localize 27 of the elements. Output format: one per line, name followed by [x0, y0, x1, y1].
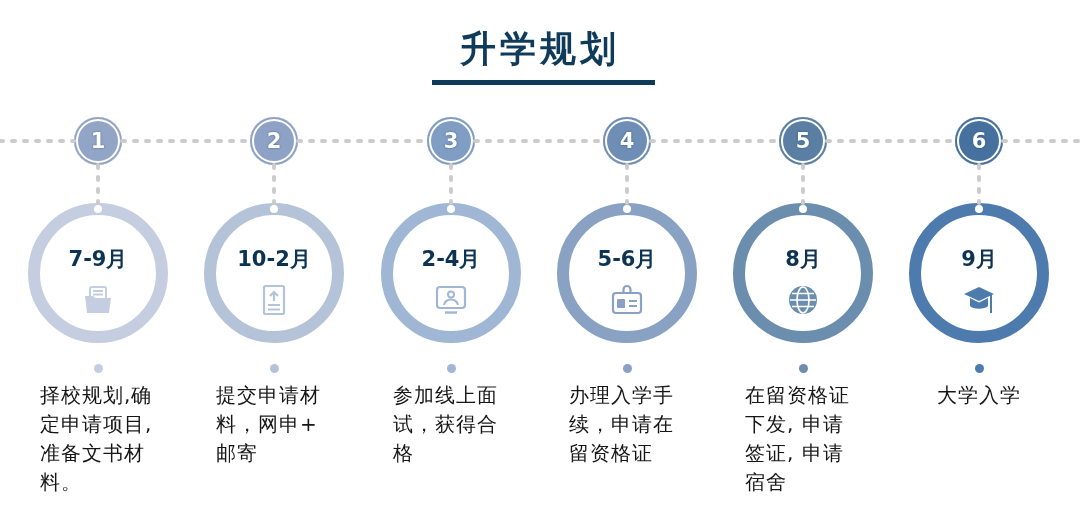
- dotted-connector: [1001, 139, 1080, 143]
- month-label: 7-9月: [68, 246, 128, 272]
- title: 升学规划: [460, 27, 620, 70]
- dotted-connector: [975, 163, 983, 213]
- dotted-connector: [270, 163, 278, 213]
- month-label: 8月: [785, 246, 821, 272]
- dotted-connector: [623, 163, 631, 213]
- step-description: 参加线上面试，获得合格: [393, 382, 499, 467]
- step-number-circle: 3: [427, 117, 475, 165]
- month-label: 9月: [961, 246, 997, 272]
- dotted-connector: [799, 163, 807, 213]
- step-number-circle: 1: [74, 117, 122, 165]
- dotted-connector: [0, 139, 76, 143]
- month-label: 10-2月: [237, 246, 311, 272]
- step-description: 办理入学手续，申请在留资格证: [569, 382, 675, 467]
- step-number-circle: 5: [779, 117, 827, 165]
- month-label: 2-4月: [421, 246, 481, 272]
- step-number-circle: 4: [603, 117, 651, 165]
- step-number-circle: 2: [250, 117, 298, 165]
- step-number-circle: 6: [955, 117, 1003, 165]
- step-description: 在留资格证下发, 申请签证, 申请宿舍: [745, 382, 851, 496]
- dotted-connector: [447, 163, 455, 213]
- dotted-connector: [94, 163, 102, 213]
- step-description: 提交申请材料，网申+邮寄: [216, 382, 322, 467]
- step-description: 大学入学: [937, 382, 1021, 409]
- step-description: 择校规划,确定申请项目,准备文书材料。: [40, 382, 154, 496]
- month-label: 5-6月: [597, 246, 657, 272]
